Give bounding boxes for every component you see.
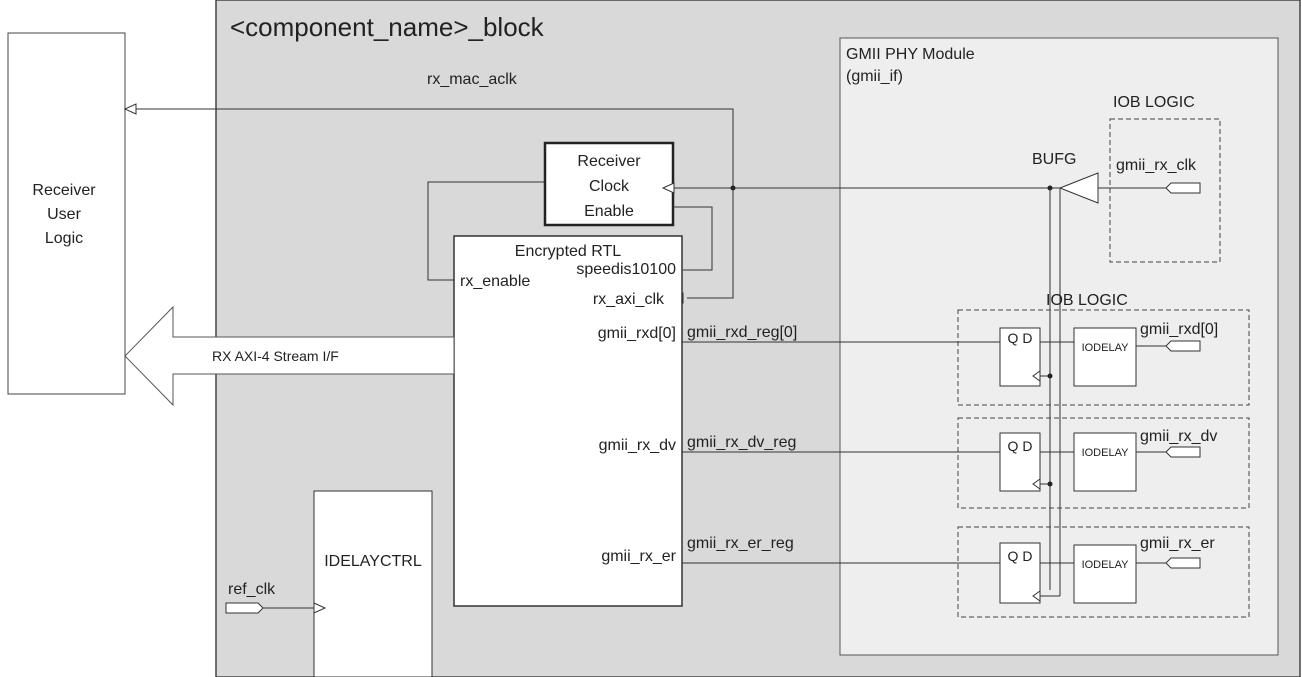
user-logic-label-3: Logic	[45, 230, 83, 247]
rx-dv-reg-label: gmii_rx_dv_reg	[687, 434, 796, 451]
iob-block-rx-dv: Q D IODELAY gmii_rx_dv	[957, 417, 1250, 509]
iob-logic-top-box	[1109, 118, 1221, 263]
user-logic-label-1: Receiver	[32, 182, 96, 199]
clock-enable-label-2: Clock	[589, 178, 630, 195]
gmii-rx-clk-label: gmii_rx_clk	[1116, 157, 1197, 174]
gmii-phy-module	[839, 37, 1279, 656]
rx-mac-aclk-arrow-icon	[123, 103, 137, 115]
junction-dot-rx-dv	[1047, 481, 1053, 487]
junction-dot-rxd	[1047, 373, 1053, 379]
iodelay-rx-er-label: IODELAY	[1082, 559, 1130, 571]
user-logic-label-2: User	[47, 206, 81, 223]
pin-rxd-label: gmii_rxd[0]	[1140, 321, 1218, 338]
bufg-label: BUFG	[1032, 151, 1076, 168]
rx-enable-port: rx_enable	[460, 273, 530, 290]
clock-enable-label-1: Receiver	[577, 153, 641, 170]
encrypted-rtl-box	[453, 235, 683, 607]
gmii-rxd-port: gmii_rxd[0]	[598, 325, 676, 342]
gmii-rx-dv-port: gmii_rx_dv	[599, 437, 676, 454]
idelayctrl-box	[313, 490, 433, 677]
rx-mac-aclk-wire	[136, 108, 734, 188]
flipflop-rx-dv	[999, 432, 1041, 492]
pad-rx-dv-icon	[1165, 446, 1201, 458]
iodelay-rx-dv	[1073, 432, 1137, 492]
iob-logic-data-title: IOB LOGIC	[1046, 292, 1128, 309]
speedis-wire	[673, 206, 713, 271]
iodelay-rxd-label: IODELAY	[1082, 342, 1130, 354]
encrypted-rtl-title: Encrypted RTL	[515, 243, 622, 260]
rx-axi-clk-port: rx_axi_clk	[593, 291, 665, 308]
speedis-port: speedis10100	[576, 261, 676, 278]
gmii-rx-er-port: gmii_rx_er	[601, 548, 676, 565]
iodelay-rxd	[1073, 327, 1137, 387]
ref-clk-input-pad-icon	[225, 602, 264, 614]
pin-rx-er-label: gmii_rx_er	[1140, 535, 1215, 552]
rx-axi-stream-label: RX AXI-4 Stream I/F	[212, 348, 339, 364]
component-block-title: <component_name>_block	[230, 12, 545, 42]
ref-clk-label: ref_clk	[228, 581, 276, 598]
iob-block-rx-dv-frame	[957, 417, 1250, 509]
phy-module-subtitle: (gmii_if)	[846, 68, 903, 85]
rx-enable-wire	[427, 181, 545, 281]
flipflop-rx-dv-label: Q D	[1008, 438, 1033, 454]
idelayctrl-label: IDELAYCTRL	[324, 553, 422, 570]
flipflop-rxd-label: Q D	[1008, 330, 1033, 346]
flipflop-rx-er-label: Q D	[1008, 548, 1033, 564]
rx-er-reg-label: gmii_rx_er_reg	[687, 535, 794, 552]
iodelay-rx-dv-label: IODELAY	[1082, 447, 1130, 459]
flipflop-rx-er-clock-icon	[1032, 590, 1041, 602]
flipflop-rx-er	[999, 542, 1041, 604]
rx-axi-stream-arrow	[124, 305, 455, 407]
iob-block-rxd: Q D IODELAY gmii_rxd[0]	[957, 309, 1250, 406]
rx-mac-aclk-label: rx_mac_aclk	[427, 71, 518, 88]
pad-rx-er-icon	[1165, 557, 1201, 569]
iodelay-rx-er	[1073, 544, 1137, 604]
iob-block-rxd-frame	[957, 309, 1250, 406]
iob-block-rx-er-frame	[957, 526, 1250, 618]
pin-rx-dv-label: gmii_rx_dv	[1140, 428, 1217, 445]
rxd-reg-label: gmii_rxd_reg[0]	[687, 324, 797, 341]
phy-module-title: GMII PHY Module	[846, 46, 975, 63]
pad-rxd-icon	[1165, 340, 1201, 352]
ref-clk-pin-icon	[313, 602, 327, 614]
receiver-user-logic-box	[7, 32, 126, 395]
iob-block-rx-er: Q D IODELAY gmii_rx_er	[957, 526, 1250, 618]
gmii-rx-clk-pad-icon	[1165, 182, 1201, 194]
rx-axi-clk-wire	[687, 188, 734, 299]
iob-logic-top-title: IOB LOGIC	[1113, 94, 1195, 111]
clock-enable-label-3: Enable	[584, 203, 634, 220]
